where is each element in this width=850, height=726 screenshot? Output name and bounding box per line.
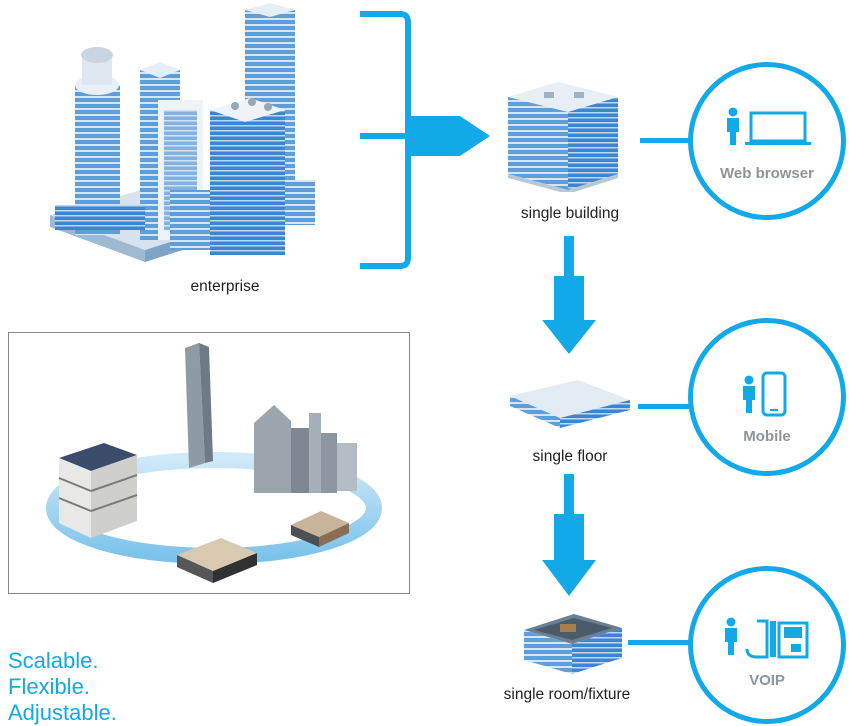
single-floor-label: single floor [532,448,608,465]
enterprise-skyline-image [40,0,370,265]
web-browser-circle: Web browser [688,62,846,220]
person-icon [741,375,757,415]
single-room-image [520,612,624,678]
single-room-label: single room/fixture [503,686,631,703]
tagline-line-1: Scalable. [8,648,99,673]
phone-icon [761,371,787,417]
tagline: Scalable. Flexible. Adjustable. [8,648,117,726]
enterprise-label: enterprise [190,278,260,295]
web-browser-label: Web browser [720,165,814,182]
mobile-circle: Mobile [688,318,846,476]
single-building-label: single building [520,205,620,222]
connector-line-voip [628,640,690,645]
tagline-line-3: Adjustable. [8,700,117,725]
single-building-image [508,82,628,192]
building-ring-illustration [8,332,410,594]
voip-label: VOIP [749,672,785,689]
mobile-label: Mobile [743,428,791,445]
connector-line-web [640,138,690,143]
down-arrow-icon [540,236,600,356]
single-floor-image [508,378,632,430]
tagline-line-2: Flexible. [8,674,90,699]
right-arrow-icon [408,104,490,168]
person-icon [725,107,741,147]
person-icon [723,617,739,657]
laptop-icon [745,111,811,147]
down-arrow-icon [538,474,598,598]
voip-circle: VOIP [688,566,846,724]
desk-phone-icon [743,617,809,659]
connector-line-mobile [638,404,690,409]
